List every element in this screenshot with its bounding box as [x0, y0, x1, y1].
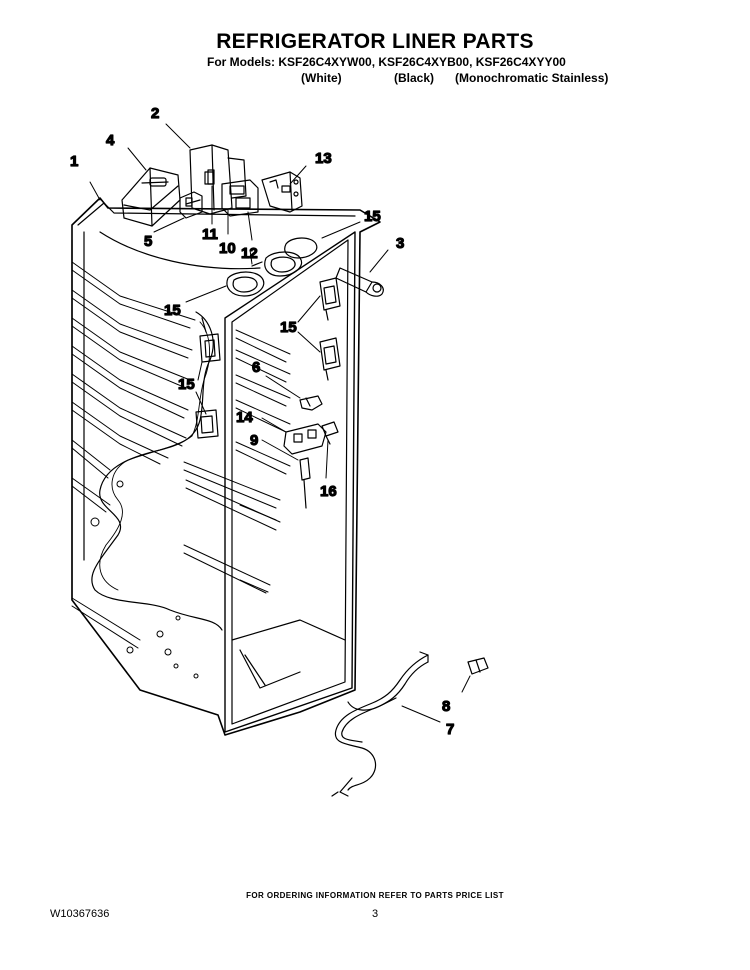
variant-stainless: (Monochromatic Stainless) — [455, 71, 609, 85]
callout-15-left-lower: 15 — [178, 376, 195, 393]
callout-1: 1 — [70, 153, 78, 170]
part-12-ceiling-plates — [226, 237, 318, 297]
callout-16: 16 — [320, 483, 337, 500]
callout-15-right: 15 — [280, 319, 297, 336]
document-number: W10367636 — [50, 908, 110, 920]
right-wall-shelf-rails — [183, 329, 291, 594]
page-title: REFRIGERATOR LINER PARTS — [216, 30, 534, 53]
part-5-lens-block — [179, 191, 203, 219]
callout-12: 12 — [241, 245, 258, 262]
liner-shell — [71, 197, 381, 736]
callout-13: 13 — [315, 150, 332, 167]
liner-cutaway-edge — [91, 311, 223, 631]
variant-white: (White) — [301, 71, 342, 85]
callout-8: 8 — [442, 698, 450, 715]
page-number: 3 — [372, 908, 379, 920]
callout-leader-lines — [89, 123, 471, 723]
part-7-water-tube — [331, 651, 429, 797]
callout-14: 14 — [236, 409, 253, 426]
models-line: For Models: KSF26C4XYW00, KSF26C4XYB00, … — [207, 55, 566, 69]
ordering-note: FOR ORDERING INFORMATION REFER TO PARTS … — [246, 891, 504, 900]
callout-15-top: 15 — [364, 208, 381, 225]
part-16-switch — [321, 421, 339, 445]
callout-3: 3 — [396, 235, 404, 252]
callout-4: 4 — [106, 132, 115, 149]
part-10-control-housing — [204, 171, 259, 217]
callout-11: 11 — [202, 226, 218, 243]
part-8-tube-fitting — [467, 657, 489, 675]
part-15-left-brackets — [195, 317, 221, 439]
part-3-damper-rod — [335, 267, 384, 297]
part-2-duct-bracket — [189, 144, 247, 215]
shell-fastener-holes — [90, 480, 199, 679]
part-14-light-housing — [283, 423, 327, 455]
callout-9: 9 — [250, 432, 258, 449]
callout-2: 2 — [151, 105, 159, 122]
callout-7: 7 — [446, 721, 454, 738]
variant-black: (Black) — [394, 71, 435, 85]
callout-10: 10 — [219, 240, 236, 257]
part-13-thermostat-bracket — [261, 171, 303, 213]
callout-6: 6 — [252, 359, 260, 376]
left-wall-shelf-rails — [71, 261, 196, 649]
callout-5: 5 — [144, 233, 152, 250]
part-6-shelf-clip — [299, 395, 323, 411]
callout-15-left-upper: 15 — [164, 302, 181, 319]
part-9-light-bulb — [299, 457, 311, 509]
part-4-light-shield — [121, 167, 181, 227]
part-15-right-brackets — [319, 277, 341, 381]
